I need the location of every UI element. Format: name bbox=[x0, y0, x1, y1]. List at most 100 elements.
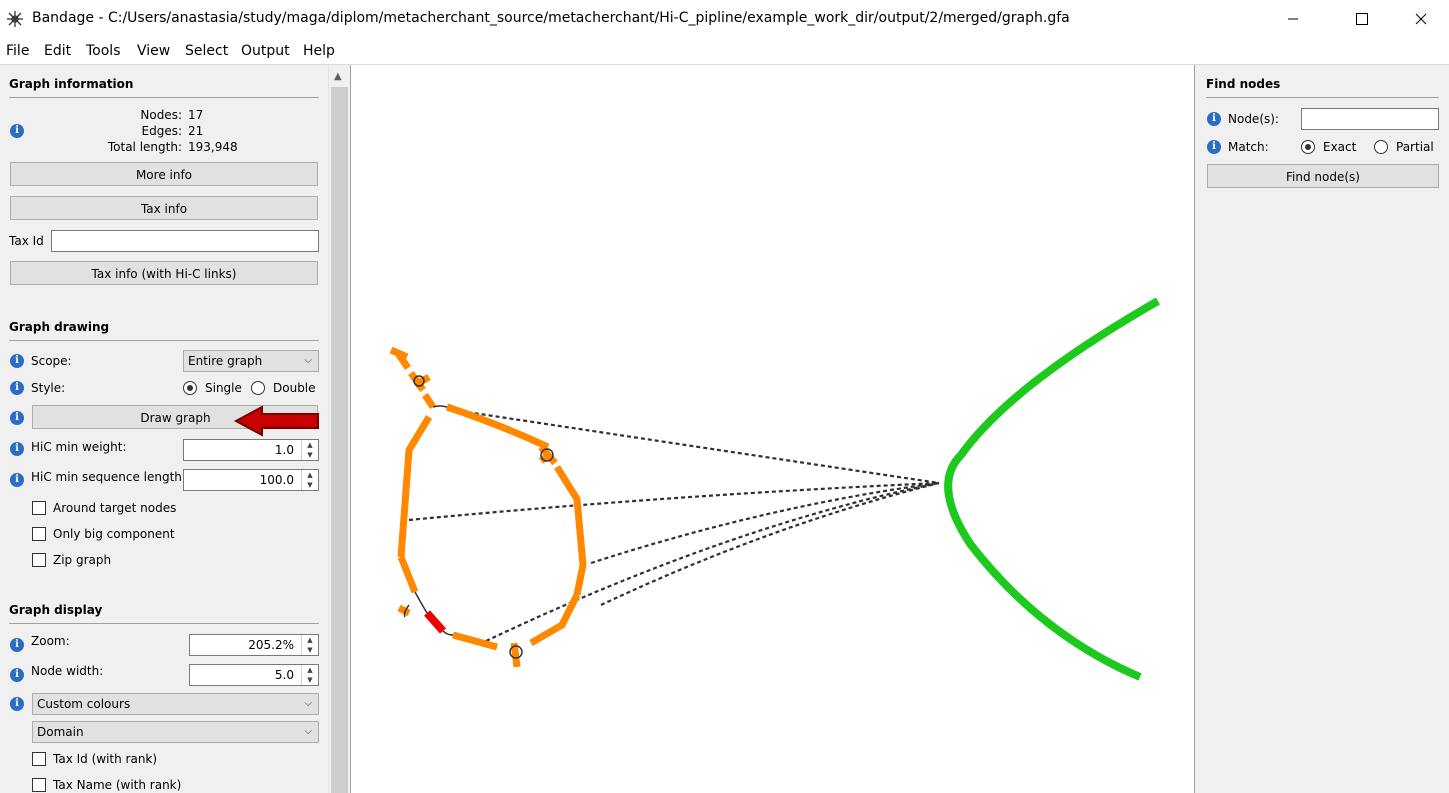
info-icon[interactable]: i bbox=[1207, 112, 1221, 126]
graph-edge bbox=[414, 591, 428, 614]
graph-edge bbox=[403, 604, 410, 618]
info-icon[interactable]: i bbox=[10, 411, 24, 425]
tax-info-hic-button[interactable]: Tax info (with Hi-C links) bbox=[10, 261, 318, 285]
total-length-value: 193,948 bbox=[188, 140, 238, 154]
match-partial-label: Partial bbox=[1396, 140, 1434, 154]
tax-name-rank-checkbox[interactable] bbox=[32, 778, 46, 792]
node-width-spinbox[interactable]: 5.0 ▲▼ bbox=[189, 664, 319, 686]
scroll-up-icon[interactable]: ▲ bbox=[334, 71, 342, 82]
bandage-app-icon bbox=[7, 11, 23, 27]
info-icon[interactable]: i bbox=[10, 442, 24, 456]
info-icon[interactable]: i bbox=[10, 638, 24, 652]
graph-edge bbox=[509, 645, 523, 659]
info-icon[interactable]: i bbox=[10, 697, 24, 711]
style-label: Style: bbox=[31, 381, 66, 395]
graph-edge bbox=[442, 630, 454, 636]
find-nodes-input[interactable] bbox=[1301, 108, 1439, 130]
menu-output[interactable]: Output bbox=[241, 43, 290, 59]
orange-graph-node[interactable] bbox=[389, 346, 409, 361]
info-icon[interactable]: i bbox=[10, 381, 24, 395]
left-panel-scrollbar[interactable]: ▲ bbox=[328, 65, 350, 793]
orange-graph-node[interactable] bbox=[397, 415, 432, 558]
graph-edge bbox=[540, 448, 554, 462]
scope-select[interactable]: Entire graph ⌵ bbox=[183, 350, 319, 372]
orange-graph-node[interactable] bbox=[445, 403, 550, 451]
more-info-button[interactable]: More info bbox=[10, 162, 318, 186]
find-nodes-panel: Find nodes i Node(s): i Match: Exact Par… bbox=[1195, 65, 1449, 793]
tax-info-button[interactable]: Tax info bbox=[10, 196, 318, 220]
zip-graph-checkbox[interactable] bbox=[32, 553, 46, 567]
spin-arrows-icon[interactable]: ▲▼ bbox=[301, 635, 318, 655]
menu-view[interactable]: View bbox=[137, 43, 171, 59]
close-button[interactable] bbox=[1398, 0, 1444, 38]
orange-graph-node[interactable] bbox=[554, 465, 587, 596]
domain-select[interactable]: Domain ⌵ bbox=[32, 721, 319, 743]
colour-scheme-select[interactable]: Custom colours ⌵ bbox=[32, 693, 319, 715]
red-graph-node[interactable] bbox=[424, 610, 446, 634]
hic-min-seq-spinbox[interactable]: 100.0 ▲▼ bbox=[183, 469, 319, 491]
info-icon[interactable]: i bbox=[1207, 140, 1221, 154]
edges-label: Edges: bbox=[141, 124, 183, 138]
hic-min-weight-spinbox[interactable]: 1.0 ▲▼ bbox=[183, 439, 319, 461]
hic-min-seq-label: HiC min sequence length: bbox=[31, 470, 186, 484]
hic-min-seq-value: 100.0 bbox=[259, 473, 294, 487]
match-label: Match: bbox=[1228, 140, 1269, 154]
info-icon[interactable]: i bbox=[10, 668, 24, 682]
tax-id-rank-checkbox[interactable] bbox=[32, 752, 46, 766]
style-double-radio[interactable] bbox=[251, 381, 265, 395]
orange-graph-node[interactable] bbox=[422, 393, 436, 409]
nodes-value: 17 bbox=[188, 108, 204, 122]
node-width-label: Node width: bbox=[31, 664, 104, 678]
orange-graph-node[interactable] bbox=[538, 452, 552, 464]
hic-link bbox=[590, 481, 940, 565]
close-icon bbox=[1415, 13, 1427, 25]
minimize-button[interactable] bbox=[1270, 0, 1316, 38]
info-icon[interactable]: i bbox=[10, 473, 24, 487]
orange-graph-node[interactable] bbox=[397, 555, 419, 594]
zip-graph-label: Zip graph bbox=[53, 553, 112, 567]
match-exact-radio[interactable] bbox=[1301, 140, 1315, 154]
green-graph-node[interactable] bbox=[944, 297, 1160, 681]
maximize-icon bbox=[1356, 13, 1368, 25]
zoom-spinbox[interactable]: 205.2% ▲▼ bbox=[189, 634, 319, 656]
menu-bar: File Edit Tools View Select Output Help bbox=[0, 38, 1449, 65]
find-nodes-label: Node(s): bbox=[1228, 112, 1279, 126]
graph-edge bbox=[432, 405, 448, 408]
graph-drawing[interactable] bbox=[351, 65, 1194, 793]
match-partial-radio[interactable] bbox=[1374, 140, 1388, 154]
style-single-label: Single bbox=[205, 381, 242, 395]
graph-canvas[interactable] bbox=[350, 65, 1195, 793]
scope-value: Entire graph bbox=[188, 354, 263, 368]
menu-tools[interactable]: Tools bbox=[86, 43, 121, 59]
info-icon[interactable]: i bbox=[10, 354, 24, 368]
style-single-radio[interactable] bbox=[183, 381, 197, 395]
tax-id-input[interactable] bbox=[51, 230, 319, 252]
tax-name-rank-label: Tax Name (with rank) bbox=[53, 778, 182, 792]
scroll-thumb[interactable] bbox=[331, 87, 348, 793]
style-double-label: Double bbox=[273, 381, 316, 395]
annotation-arrow-icon bbox=[233, 405, 319, 437]
around-target-checkbox[interactable] bbox=[32, 501, 46, 515]
zoom-label: Zoom: bbox=[31, 634, 70, 648]
hic-min-weight-label: HiC min weight: bbox=[31, 440, 127, 454]
menu-select[interactable]: Select bbox=[185, 43, 229, 59]
graph-display-title: Graph display bbox=[9, 603, 103, 617]
hic-link bbox=[408, 481, 940, 522]
menu-help[interactable]: Help bbox=[303, 43, 335, 59]
orange-graph-node[interactable] bbox=[413, 373, 431, 389]
orange-graph-node[interactable] bbox=[510, 642, 521, 668]
only-big-checkbox[interactable] bbox=[32, 527, 46, 541]
orange-graph-node[interactable] bbox=[397, 604, 411, 617]
maximize-button[interactable] bbox=[1339, 0, 1385, 38]
orange-graph-node[interactable] bbox=[529, 593, 581, 647]
info-icon[interactable]: i bbox=[10, 124, 24, 138]
minimize-icon bbox=[1288, 18, 1298, 20]
menu-edit[interactable]: Edit bbox=[44, 43, 72, 59]
orange-graph-node[interactable] bbox=[452, 631, 498, 651]
find-nodes-button[interactable]: Find node(s) bbox=[1207, 164, 1439, 188]
menu-file[interactable]: File bbox=[6, 43, 30, 59]
spin-arrows-icon[interactable]: ▲▼ bbox=[301, 470, 318, 490]
spin-arrows-icon[interactable]: ▲▼ bbox=[301, 440, 318, 460]
divider bbox=[9, 340, 319, 341]
spin-arrows-icon[interactable]: ▲▼ bbox=[301, 665, 318, 685]
